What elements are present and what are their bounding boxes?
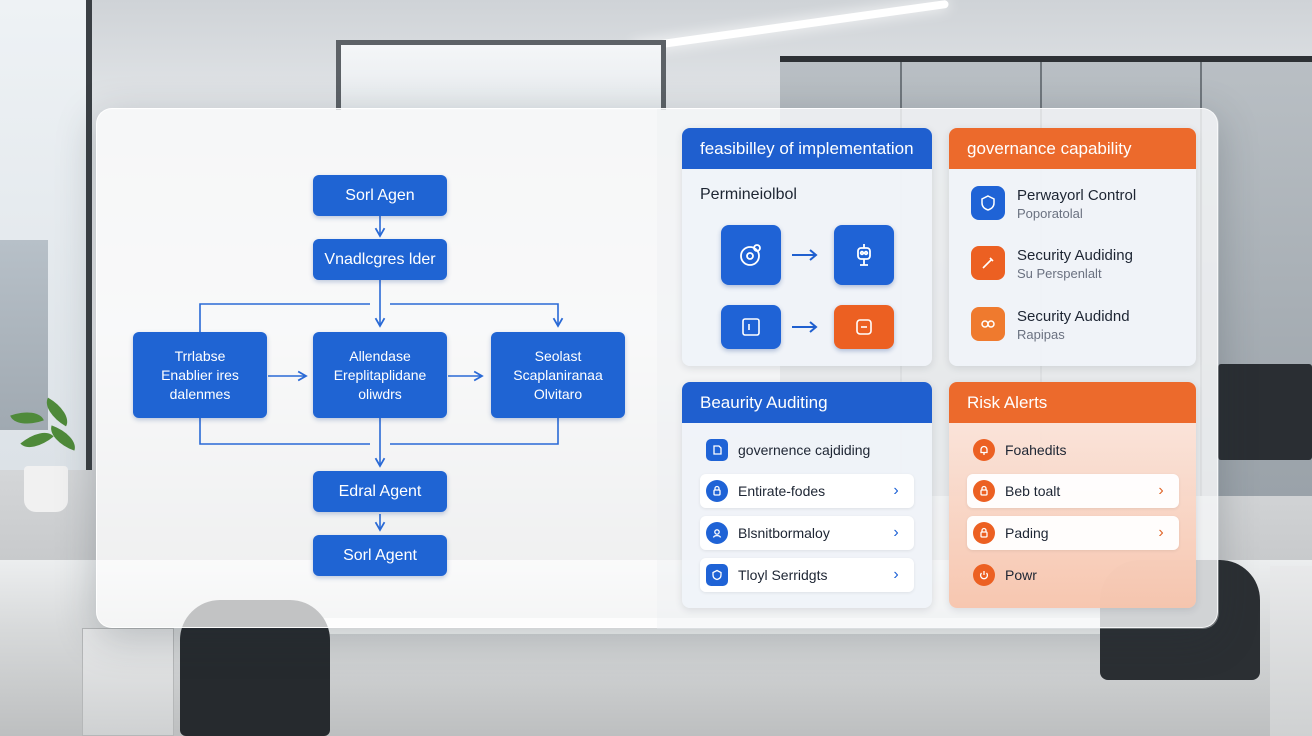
row-label: Entirate-fodes <box>738 483 826 499</box>
lock-icon <box>973 522 995 544</box>
key-icon <box>971 307 1005 341</box>
drawer-cabinet <box>82 628 174 736</box>
robot-icon[interactable] <box>834 225 894 285</box>
chevron-right-icon: › <box>893 524 899 541</box>
alert-row[interactable]: Foahedits <box>967 433 1179 467</box>
card-header: Risk Alerts <box>949 382 1196 423</box>
shield-icon <box>706 564 728 586</box>
flow-node-top[interactable]: Sorl Agen <box>313 175 447 216</box>
alert-row[interactable]: Powr <box>967 558 1179 592</box>
flow-node-bottom[interactable]: Sorl Agent <box>313 535 447 576</box>
card-title: governance capability <box>967 138 1132 158</box>
lock-icon <box>706 480 728 502</box>
connector-line <box>390 418 559 445</box>
chevron-right-icon: › <box>1158 482 1164 499</box>
security-auditing-card: Beaurity Auditing governence cajdiding E… <box>682 382 932 608</box>
square-icon[interactable] <box>721 305 781 349</box>
node-label: Edral Agent <box>338 483 422 500</box>
risk-alerts-card: Risk Alerts Foahedits Beb toalt › Pading… <box>949 382 1196 608</box>
node-label-line: Ereplitaplidane <box>333 366 427 383</box>
governance-card: governance capability Perwayorl Control … <box>949 128 1196 366</box>
power-icon <box>973 564 995 586</box>
arrow-right-icon <box>792 249 818 261</box>
card-header: Beaurity Auditing <box>682 382 932 423</box>
card-header: governance capability <box>949 128 1196 169</box>
window <box>0 0 92 470</box>
feasibility-card: feasibilley of implementation Permineiol… <box>682 128 932 366</box>
potted-plant <box>8 397 84 512</box>
potted-plant <box>1282 444 1312 510</box>
security-row[interactable]: Entirate-fodes › <box>700 474 914 508</box>
plant-leaf <box>10 405 44 431</box>
alert-row[interactable]: Pading › <box>967 516 1179 550</box>
flow-node-left[interactable]: Trrlabse Enablier ires dalenmes <box>133 332 267 418</box>
node-label-line: oliwdrs <box>358 385 402 402</box>
flowchart-connectors <box>199 216 564 532</box>
node-label: Sorl Agen <box>345 187 415 204</box>
governance-item[interactable]: Perwayorl Control Poporatolal <box>971 186 1136 222</box>
shield-icon <box>971 186 1005 220</box>
row-label: Tloyl Serridgts <box>738 567 828 583</box>
plant-leaf <box>40 397 74 427</box>
flow-node-second[interactable]: Vnadlcgres lder <box>313 239 447 280</box>
node-label-line: Seolast <box>534 347 582 364</box>
card-header: feasibilley of implementation <box>682 128 932 169</box>
card-title: feasibilley of implementation <box>700 138 914 158</box>
chevron-right-icon: › <box>893 566 899 583</box>
plant-leaf <box>20 424 54 456</box>
item-subtitle: Poporatolal <box>1017 206 1083 221</box>
security-row[interactable]: Blsnitbormaloy › <box>700 516 914 550</box>
node-label-line: dalenmes <box>169 385 231 402</box>
security-row[interactable]: governence cajdiding <box>700 433 914 467</box>
row-label: Foahedits <box>1005 442 1067 458</box>
item-subtitle: Su Perspenlalt <box>1017 266 1102 281</box>
item-title: Security Audidnd <box>1017 308 1130 325</box>
card-title: Risk Alerts <box>967 392 1048 412</box>
node-label-line: Scaplaniranaa <box>513 366 603 383</box>
agent-flowchart: Sorl Agen Vnadlcgres lder Trrlabse Enabl… <box>96 108 656 628</box>
flow-node-right[interactable]: Seolast Scaplaniranaa Olvitaro <box>491 332 625 418</box>
chevron-right-icon: › <box>1158 524 1164 541</box>
connector-line <box>199 303 370 332</box>
chevron-right-icon: › <box>893 482 899 499</box>
plant-pot <box>24 466 68 512</box>
window <box>336 40 666 110</box>
node-label: Vnadlcgres lder <box>324 251 436 268</box>
node-label-line: Enablier ires <box>161 366 239 383</box>
document-icon <box>706 439 728 461</box>
monitor <box>1218 364 1312 460</box>
item-title: Perwayorl Control <box>1017 187 1137 204</box>
governance-item[interactable]: Security Audiding Su Perspenlalt <box>971 246 1133 282</box>
card-subtitle: Permineiolbol <box>700 186 797 203</box>
item-title: Security Audiding <box>1017 247 1133 264</box>
city-building <box>0 240 48 430</box>
target-icon[interactable] <box>721 225 781 285</box>
storage-icon[interactable] <box>834 305 894 349</box>
item-subtitle: Rapipas <box>1017 327 1065 342</box>
arrow-right-icon <box>792 321 818 333</box>
row-label: Pading <box>1005 525 1049 541</box>
wrench-icon <box>971 246 1005 280</box>
security-row[interactable]: Tloyl Serridgts › <box>700 558 914 592</box>
node-label-line: Olvitaro <box>533 385 583 402</box>
drawer-cabinet <box>1270 566 1312 736</box>
user-icon <box>706 522 728 544</box>
connector-line <box>199 418 370 445</box>
alert-row[interactable]: Beb toalt › <box>967 474 1179 508</box>
row-label: Powr <box>1005 567 1037 583</box>
flow-node-center[interactable]: Allendase Ereplitaplidane oliwdrs <box>313 332 447 418</box>
row-label: Blsnitbormaloy <box>738 525 830 541</box>
flow-node-lower[interactable]: Edral Agent <box>313 471 447 512</box>
row-label: governence cajdiding <box>738 442 871 458</box>
connector-arrow <box>390 303 564 328</box>
governance-item[interactable]: Security Audidnd Rapipas <box>971 307 1130 343</box>
node-label-line: Trrlabse <box>174 347 226 364</box>
node-label-line: Allendase <box>349 347 411 364</box>
node-label: Sorl Agent <box>343 547 417 564</box>
row-label: Beb toalt <box>1005 483 1061 499</box>
card-title: Beaurity Auditing <box>700 392 828 412</box>
bell-icon <box>973 439 995 461</box>
lock-icon <box>973 480 995 502</box>
